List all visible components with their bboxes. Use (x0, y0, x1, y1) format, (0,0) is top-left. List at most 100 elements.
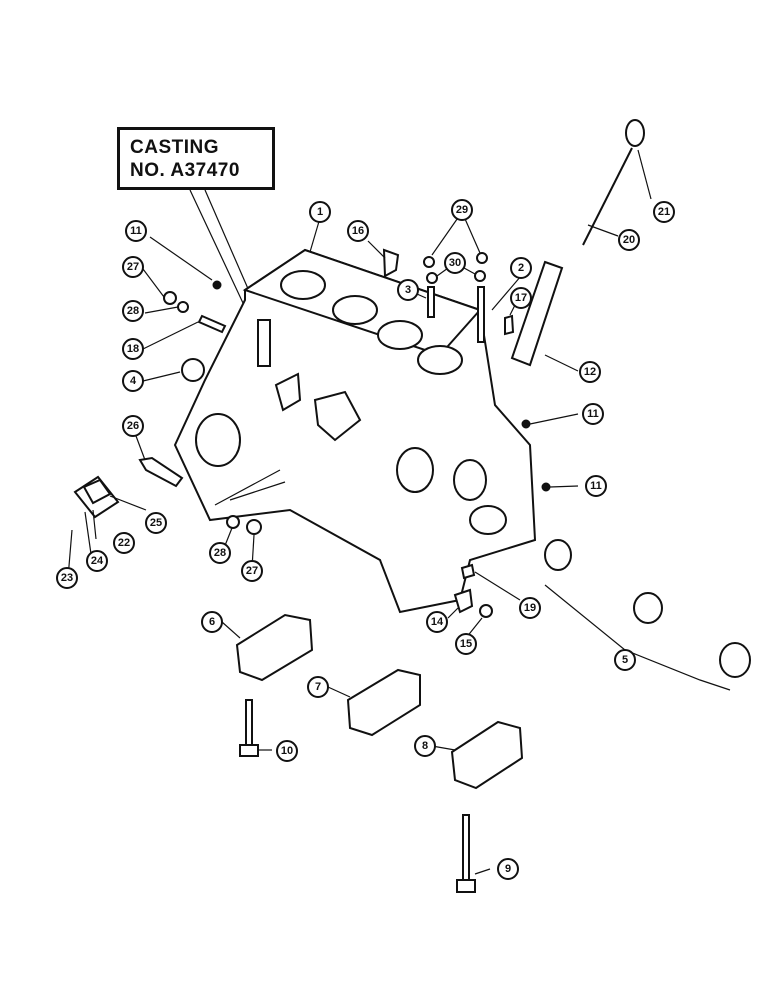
svg-text:22: 22 (118, 537, 130, 549)
nut-29-left (423, 256, 435, 268)
callout-11-top: 11 (125, 220, 147, 242)
callout-16: 16 (347, 220, 369, 242)
callout-22: 22 (113, 532, 135, 554)
callout-6: 6 (201, 611, 223, 633)
callout-15: 15 (455, 633, 477, 655)
svg-text:28: 28 (127, 305, 139, 317)
stud-3 (427, 286, 435, 318)
svg-text:4: 4 (130, 375, 137, 387)
callout-24: 24 (86, 550, 108, 572)
svg-text:30: 30 (449, 257, 461, 269)
svg-text:3: 3 (405, 284, 411, 296)
svg-text:23: 23 (61, 572, 73, 584)
callout-25: 25 (145, 512, 167, 534)
callout-18: 18 (122, 338, 144, 360)
callout-26: 26 (122, 415, 144, 437)
svg-text:12: 12 (584, 366, 596, 378)
svg-text:27: 27 (127, 261, 139, 273)
callout-10: 10 (276, 740, 298, 762)
cylinder-block (173, 248, 537, 614)
washer-30-left (426, 272, 438, 284)
gasket-22 (82, 478, 112, 505)
callout-21: 21 (653, 201, 675, 223)
callout-28-bottom: 28 (209, 542, 231, 564)
casting-number-label: CASTING NO. A37470 (117, 127, 275, 190)
callout-5: 5 (614, 649, 636, 671)
callout-11-lower: 11 (585, 475, 607, 497)
svg-text:14: 14 (431, 616, 444, 628)
svg-text:26: 26 (127, 420, 139, 432)
callout-1: 1 (309, 201, 331, 223)
svg-text:25: 25 (150, 517, 162, 529)
callout-28-top: 28 (122, 300, 144, 322)
svg-text:7: 7 (315, 681, 321, 693)
svg-text:8: 8 (422, 740, 428, 752)
callout-19: 19 (519, 597, 541, 619)
oil-level-gauge (510, 119, 645, 367)
svg-text:1: 1 (317, 206, 323, 218)
washer-28-top (177, 301, 189, 313)
casting-label-line2: NO. A37470 (130, 160, 240, 181)
callout-27-bottom: 27 (241, 560, 263, 582)
svg-text:28: 28 (214, 547, 226, 559)
main-bearing-cap-front (235, 613, 314, 682)
callout-23: 23 (56, 567, 78, 589)
svg-text:5: 5 (622, 654, 628, 666)
plug-11-lower (541, 482, 551, 492)
svg-text:15: 15 (460, 638, 472, 650)
bolt-26 (138, 456, 184, 488)
svg-text:11: 11 (590, 480, 602, 492)
main-bearing-cap-center (346, 668, 421, 737)
callout-17: 17 (510, 287, 532, 309)
nut-27-bottom (246, 519, 262, 535)
svg-text:9: 9 (505, 863, 511, 875)
main-bearing-cap-rear (450, 720, 524, 790)
washer-30-right (474, 270, 486, 282)
stud-18 (197, 314, 227, 334)
bolt-9 (456, 814, 476, 893)
svg-text:18: 18 (127, 343, 139, 355)
callout-30: 30 (444, 252, 466, 274)
callout-27-top: 27 (122, 256, 144, 278)
svg-text:2: 2 (518, 262, 524, 274)
svg-text:19: 19 (524, 602, 536, 614)
callout-8: 8 (414, 735, 436, 757)
casting-label-line1: CASTING (130, 137, 219, 158)
callout-12: 12 (579, 361, 601, 383)
svg-text:29: 29 (456, 204, 468, 216)
svg-text:27: 27 (246, 565, 258, 577)
callout-2: 2 (510, 257, 532, 279)
fitting-14 (453, 588, 474, 614)
callout-3: 3 (397, 279, 419, 301)
nut-29-right (476, 252, 488, 264)
callout-20: 20 (618, 229, 640, 251)
camshaft-bearings (544, 539, 751, 678)
svg-text:10: 10 (281, 745, 293, 757)
stud-2 (477, 286, 485, 343)
fitting-16 (382, 248, 400, 278)
callout-7: 7 (307, 676, 329, 698)
svg-text:21: 21 (658, 206, 670, 218)
callout-9: 9 (497, 858, 519, 880)
svg-text:11: 11 (587, 408, 599, 420)
washer-28-bottom (226, 515, 240, 529)
nut-27-top (163, 291, 177, 305)
svg-text:16: 16 (352, 225, 364, 237)
plug-11-right (521, 419, 531, 429)
callout-4: 4 (122, 370, 144, 392)
svg-text:6: 6 (209, 616, 215, 628)
callout-11-right: 11 (582, 403, 604, 425)
svg-text:24: 24 (91, 555, 104, 567)
plug-4 (181, 358, 205, 382)
svg-text:17: 17 (515, 292, 527, 304)
plug-19 (460, 563, 476, 580)
washer-15 (479, 604, 493, 618)
svg-text:11: 11 (130, 225, 142, 237)
plug-11-top (212, 280, 222, 290)
callout-14: 14 (426, 611, 448, 633)
bolt-10 (239, 699, 259, 757)
plug-17 (504, 314, 515, 336)
svg-text:20: 20 (623, 234, 635, 246)
callout-29: 29 (451, 199, 473, 221)
